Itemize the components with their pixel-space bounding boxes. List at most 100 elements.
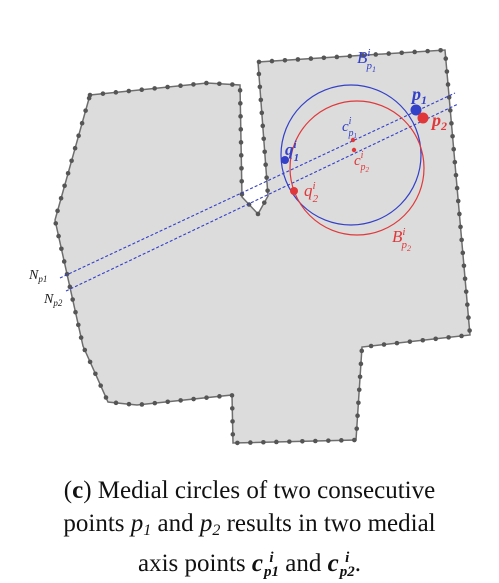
sample-point [191, 82, 196, 87]
sample-point [83, 108, 88, 113]
sample-point [412, 49, 417, 55]
sample-point [98, 383, 103, 388]
sample-point [264, 175, 269, 180]
sample-point [450, 133, 455, 139]
sample-point [238, 101, 243, 106]
sample-point [65, 170, 71, 176]
sample-point [258, 97, 264, 103]
medial-circle-B-p2 [289, 100, 425, 236]
sample-point [352, 437, 357, 443]
sample-point [455, 198, 461, 204]
sample-point [438, 47, 443, 53]
sample-point [61, 259, 67, 264]
sample-point [359, 348, 365, 354]
sample-point [76, 133, 81, 139]
sample-point [67, 284, 73, 290]
sample-point [269, 58, 275, 64]
sample-point [100, 91, 106, 96]
sample-point [230, 82, 235, 87]
sample-point [152, 86, 157, 91]
label-p1: p1 [410, 84, 427, 107]
sample-point [93, 371, 98, 377]
sample-point [72, 145, 78, 151]
sample-point [239, 166, 244, 171]
sample-point [399, 50, 405, 56]
sample-point [260, 123, 266, 129]
sample-point [239, 192, 245, 197]
sample-point [62, 183, 67, 189]
sample-point [459, 333, 464, 339]
sample-point [256, 59, 262, 65]
sample-point [300, 439, 305, 444]
sample-point [274, 439, 279, 445]
point-p2 [417, 112, 429, 124]
point-q1 [281, 156, 289, 164]
sample-point [357, 374, 363, 380]
sample-point [204, 80, 209, 86]
sample-point [139, 87, 145, 92]
sample-point [394, 340, 400, 346]
sample-point [178, 398, 183, 403]
sample-point [262, 149, 267, 155]
sample-point [358, 361, 364, 367]
sample-point [248, 440, 253, 445]
sample-point [420, 337, 426, 343]
label-N-p1: Np1 [28, 268, 47, 284]
sample-point [261, 439, 266, 445]
sample-point [217, 81, 222, 87]
sample-point [76, 322, 81, 328]
sample-point [446, 335, 451, 340]
sample-point [103, 395, 109, 400]
sample-point [386, 51, 392, 56]
sample-point [87, 359, 93, 365]
sample-point [462, 276, 468, 282]
sample-point [453, 172, 459, 178]
caption-line-1: (c) Medial circles of two consecutive [63, 477, 436, 504]
sample-point [113, 400, 119, 406]
sample-point [238, 140, 244, 145]
sample-point [444, 69, 450, 74]
sample-point [373, 52, 379, 57]
sample-point [246, 202, 252, 207]
sample-point [238, 153, 244, 158]
sample-point [308, 56, 314, 61]
sample-point [70, 297, 75, 302]
medial-circle-B-p1 [280, 84, 422, 226]
sample-point [265, 188, 270, 193]
sample-point [229, 406, 235, 411]
sample-point [259, 110, 265, 116]
sample-point [326, 438, 331, 443]
sample-point [82, 347, 88, 353]
sample-point [449, 121, 454, 126]
sample-point [339, 438, 344, 443]
sample-point [347, 53, 353, 59]
sample-point [458, 224, 463, 230]
sample-point [313, 438, 318, 444]
sample-point [59, 246, 64, 252]
sample-point [454, 185, 460, 191]
sample-point [73, 309, 78, 315]
sample-point [256, 71, 262, 77]
sample-point [452, 159, 458, 165]
sample-point [139, 402, 145, 407]
sample-point [255, 211, 261, 217]
sample-point [334, 54, 340, 60]
sample-point [261, 136, 267, 142]
sample-point [191, 396, 196, 402]
sample-point [263, 162, 268, 168]
sample-point [238, 127, 244, 132]
sample-point [425, 48, 430, 54]
sample-point [257, 84, 263, 90]
point-c-p1 [350, 137, 356, 143]
sample-point [360, 52, 366, 58]
sample-point [368, 343, 374, 349]
sample-point [261, 200, 267, 205]
sample-point [295, 57, 301, 62]
sample-point [230, 419, 235, 424]
